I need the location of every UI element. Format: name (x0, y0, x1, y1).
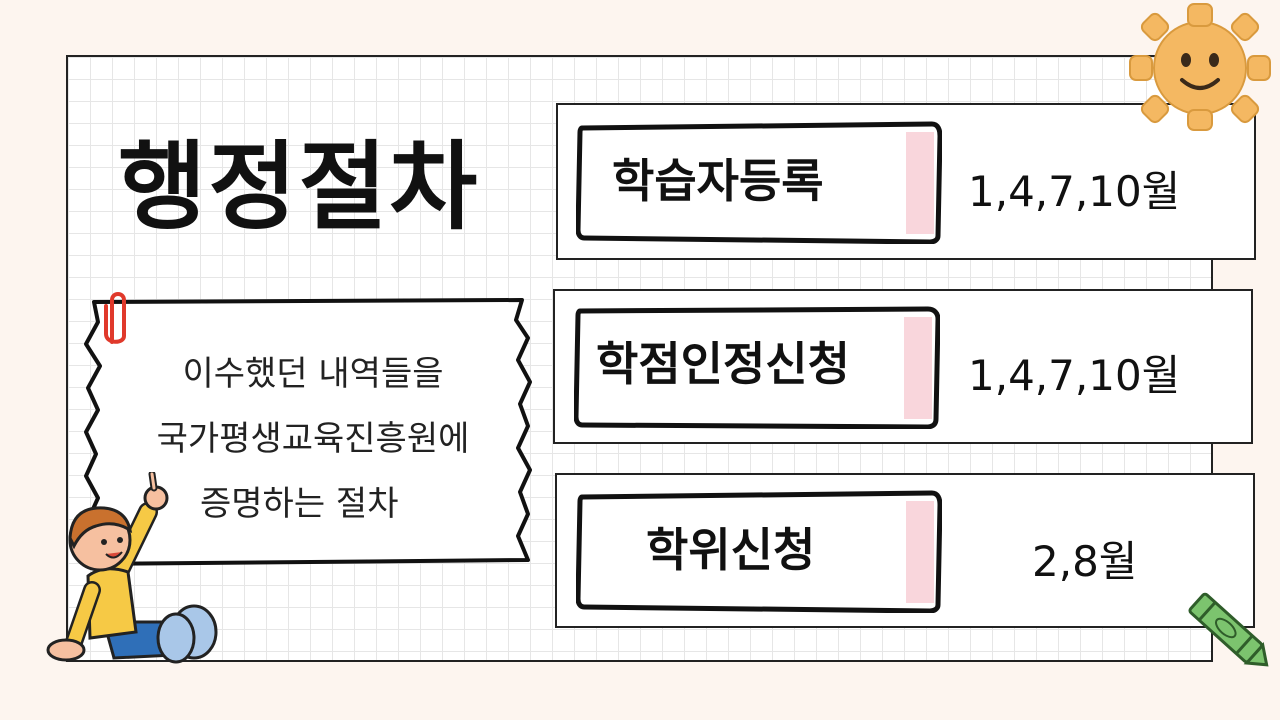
pointing-child-illustration (46, 472, 218, 664)
smiling-gear-icon (1129, 3, 1271, 131)
procedure-label: 학위신청 (646, 523, 816, 577)
label-box-3: 학위신청 (576, 489, 942, 613)
page-title: 행정절차 (118, 131, 480, 243)
torn-paper-shape (84, 298, 532, 566)
note-line: 국가평생교육진흥원에 (156, 419, 470, 459)
procedure-months: 1,4,7,10월 (968, 351, 1181, 400)
label-box-1: 학습자등록 (576, 120, 942, 244)
note-line: 증명하는 절차 (200, 484, 399, 524)
description-note: 이수했던 내역들을 국가평생교육진흥원에 증명하는 절차 (82, 298, 532, 566)
paperclip-icon (104, 292, 126, 344)
crayon-icon (1188, 592, 1269, 667)
label-box-2: 학점인정신청 (574, 305, 940, 429)
procedure-months: 2,8월 (1032, 537, 1138, 586)
note-text: 이수했던 내역들을 국가평생교육진흥원에 증명하는 절차 (108, 342, 518, 537)
note-line: 이수했던 내역들을 (182, 354, 444, 394)
procedure-months: 1,4,7,10월 (968, 167, 1181, 216)
procedure-label: 학습자등록 (612, 154, 824, 208)
procedure-label: 학점인정신청 (596, 337, 850, 391)
